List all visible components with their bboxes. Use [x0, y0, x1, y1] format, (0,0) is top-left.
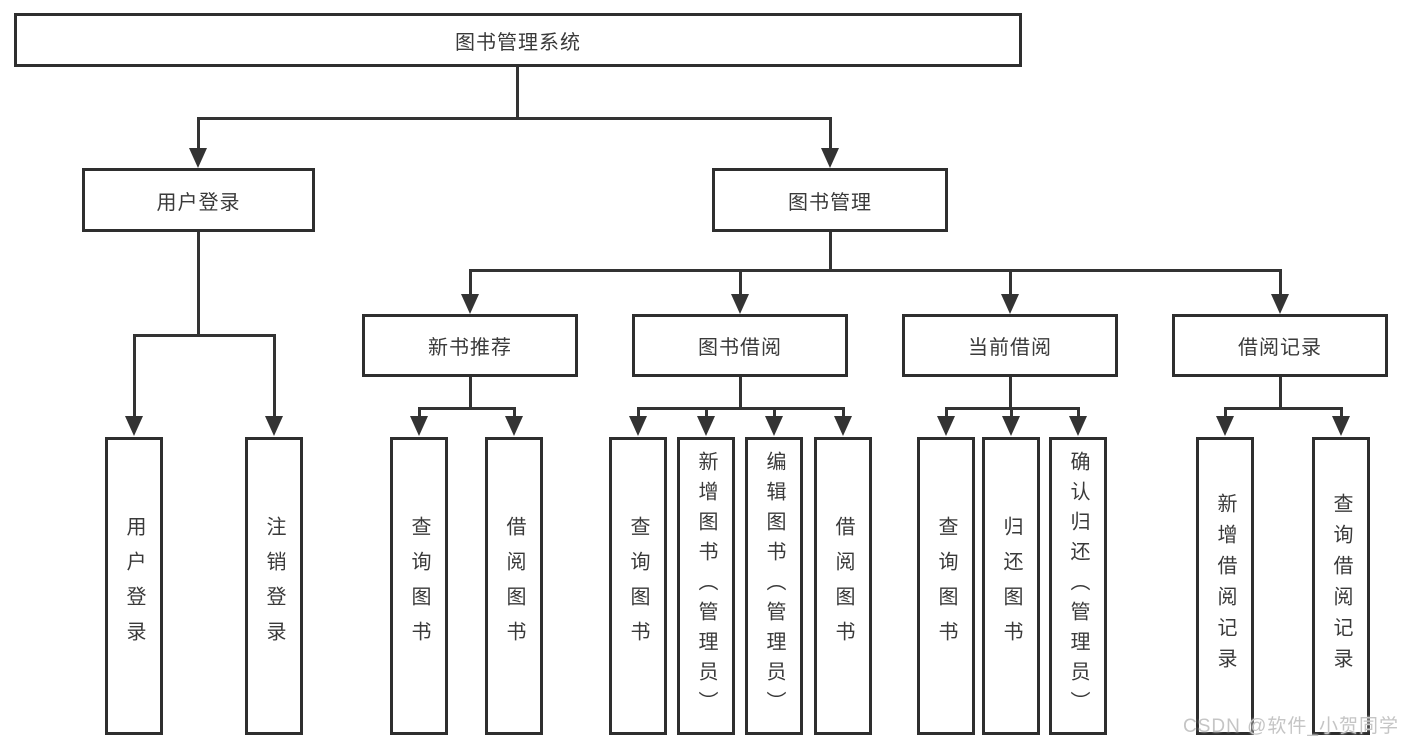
- leaf-confirm-return-admin: 确认归还（管理员）: [1049, 437, 1107, 735]
- connector-drop-leaf: [1224, 407, 1227, 418]
- connector-drop-leaf: [705, 407, 708, 418]
- arrow-down-icon: [1002, 416, 1020, 436]
- node-book-borrow-label: 图书借阅: [698, 337, 782, 359]
- connector-drop-leaf: [637, 407, 640, 418]
- node-book-borrow: 图书借阅: [632, 314, 848, 377]
- leaf-add-books-admin: 新增图书（管理员）: [677, 437, 735, 735]
- leaf-logout: 注销登录: [245, 437, 303, 735]
- leaf-query-books-current-label: 查询图书: [935, 516, 957, 656]
- node-current-borrow-label: 当前借阅: [968, 337, 1052, 359]
- node-new-book-recommend: 新书推荐: [362, 314, 578, 377]
- connector-user-login-branch: [133, 334, 275, 337]
- connector-drop-leaf: [773, 407, 776, 418]
- leaf-query-books-recommend: 查询图书: [390, 437, 448, 735]
- csdn-watermark: CSDN @软件_小贺同学: [1183, 716, 1399, 737]
- arrow-down-icon: [1001, 294, 1019, 314]
- connector-drop-leaf: [1010, 407, 1013, 418]
- connector-book-management-stem: [829, 232, 832, 271]
- leaf-borrow-books-recommend: 借阅图书: [485, 437, 543, 735]
- leaf-return-books-label: 归还图书: [1000, 516, 1022, 656]
- arrow-down-icon: [821, 148, 839, 168]
- arrow-down-icon: [1216, 416, 1234, 436]
- arrow-down-icon: [765, 416, 783, 436]
- node-current-borrow: 当前借阅: [902, 314, 1118, 377]
- leaf-edit-books-admin: 编辑图书（管理员）: [745, 437, 803, 735]
- arrow-down-icon: [1271, 294, 1289, 314]
- arrow-down-icon: [461, 294, 479, 314]
- leaf-add-borrow-record: 新增借阅记录: [1196, 437, 1254, 735]
- node-root-system: 图书管理系统: [14, 13, 1022, 67]
- arrow-down-icon: [731, 294, 749, 314]
- connector-drop-book-borrow: [739, 269, 742, 295]
- leaf-logout-label: 注销登录: [263, 516, 285, 656]
- arrow-down-icon: [125, 416, 143, 436]
- arrow-down-icon: [505, 416, 523, 436]
- leaf-query-books-borrow: 查询图书: [609, 437, 667, 735]
- connector-new-book-stem: [469, 377, 472, 408]
- connector-drop-borrow-record: [1279, 269, 1282, 295]
- leaf-borrow-books-recommend-label: 借阅图书: [503, 516, 525, 656]
- arrow-down-icon: [834, 416, 852, 436]
- connector-drop-leaf: [133, 334, 136, 418]
- connector-drop-leaf: [842, 407, 845, 418]
- leaf-query-books-recommend-label: 查询图书: [408, 516, 430, 656]
- connector-drop-leaf: [513, 407, 516, 418]
- node-user-login: 用户登录: [82, 168, 315, 232]
- connector-new-book-branch: [418, 407, 515, 410]
- leaf-confirm-return-admin-label: 确认归还（管理员）: [1067, 451, 1089, 721]
- connector-drop-book-management: [829, 117, 832, 151]
- arrow-down-icon: [189, 148, 207, 168]
- leaf-query-books-current: 查询图书: [917, 437, 975, 735]
- node-book-management-label: 图书管理: [788, 191, 872, 214]
- connector-drop-new-book: [469, 269, 472, 295]
- connector-drop-leaf: [1077, 407, 1080, 418]
- connector-drop-leaf: [418, 407, 421, 418]
- connector-book-management-branch: [469, 269, 1282, 272]
- arrow-down-icon: [1069, 416, 1087, 436]
- node-root-label: 图书管理系统: [455, 31, 581, 54]
- connector-drop-leaf: [273, 334, 276, 418]
- connector-current-borrow-stem: [1009, 377, 1012, 408]
- arrow-down-icon: [697, 416, 715, 436]
- arrow-down-icon: [1332, 416, 1350, 436]
- arrow-down-icon: [410, 416, 428, 436]
- leaf-add-borrow-record-label: 新增借阅记录: [1214, 493, 1236, 679]
- leaf-borrow-books-label: 借阅图书: [832, 516, 854, 656]
- leaf-user-login: 用户登录: [105, 437, 163, 735]
- leaf-query-borrow-record: 查询借阅记录: [1312, 437, 1370, 735]
- connector-drop-user-login: [197, 117, 200, 151]
- connector-book-borrow-stem: [739, 377, 742, 408]
- connector-borrow-record-stem: [1279, 377, 1282, 408]
- connector-drop-leaf: [1340, 407, 1343, 418]
- connector-book-borrow-branch: [637, 407, 844, 410]
- arrow-down-icon: [265, 416, 283, 436]
- node-new-book-recommend-label: 新书推荐: [428, 337, 512, 359]
- node-borrow-record: 借阅记录: [1172, 314, 1388, 377]
- arrow-down-icon: [937, 416, 955, 436]
- connector-borrow-record-branch: [1224, 407, 1343, 410]
- arrow-down-icon: [629, 416, 647, 436]
- connector-drop-current-borrow: [1009, 269, 1012, 295]
- leaf-return-books: 归还图书: [982, 437, 1040, 735]
- leaf-query-books-borrow-label: 查询图书: [627, 516, 649, 656]
- leaf-user-login-label: 用户登录: [123, 516, 145, 656]
- node-user-login-label: 用户登录: [156, 191, 241, 214]
- leaf-edit-books-admin-label: 编辑图书（管理员）: [763, 451, 785, 721]
- leaf-query-borrow-record-label: 查询借阅记录: [1330, 493, 1352, 679]
- leaf-borrow-books: 借阅图书: [814, 437, 872, 735]
- node-borrow-record-label: 借阅记录: [1238, 337, 1322, 359]
- leaf-add-books-admin-label: 新增图书（管理员）: [695, 451, 717, 721]
- connector-root-branch: [197, 117, 831, 120]
- connector-root-stem: [516, 67, 519, 118]
- connector-user-login-stem: [197, 232, 200, 335]
- connector-drop-leaf: [945, 407, 948, 418]
- node-book-management: 图书管理: [712, 168, 948, 232]
